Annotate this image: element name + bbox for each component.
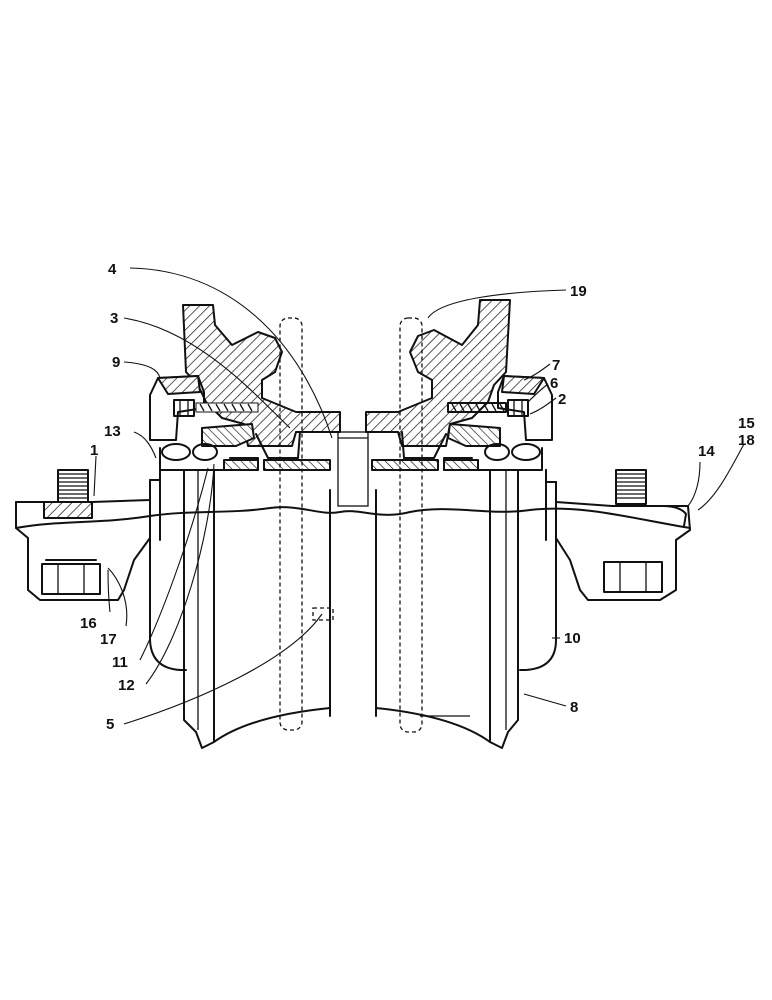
callout-14: 14 <box>698 443 715 460</box>
callout-labels: 4 19 3 9 7 6 2 13 15 18 1 14 16 17 10 11… <box>80 261 755 733</box>
callout-6: 6 <box>550 375 558 392</box>
callout-7: 7 <box>552 357 560 374</box>
callout-18: 18 <box>738 432 755 449</box>
left-roller-flange-section <box>182 304 341 447</box>
right-bearing-housing <box>371 375 553 471</box>
callout-10: 10 <box>564 630 581 647</box>
callout-3: 3 <box>110 310 118 327</box>
leader-lines <box>93 267 745 725</box>
callout-8: 8 <box>570 699 578 716</box>
callout-19: 19 <box>570 283 587 300</box>
callout-1: 1 <box>90 442 98 459</box>
callout-15: 15 <box>738 415 755 432</box>
callout-4: 4 <box>108 261 117 278</box>
roller-body-outline <box>15 469 691 749</box>
callout-17: 17 <box>100 631 117 648</box>
callout-12: 12 <box>118 677 135 694</box>
callout-9: 9 <box>112 354 120 371</box>
left-bearing-housing <box>149 375 331 471</box>
callout-5: 5 <box>106 716 114 733</box>
dashed-guide-rails <box>279 317 423 733</box>
central-shaft <box>337 431 369 507</box>
callout-11: 11 <box>112 654 128 671</box>
callout-13: 13 <box>104 423 121 440</box>
callout-2: 2 <box>558 391 566 408</box>
callout-16: 16 <box>80 615 97 632</box>
right-roller-flange-section <box>365 299 511 447</box>
